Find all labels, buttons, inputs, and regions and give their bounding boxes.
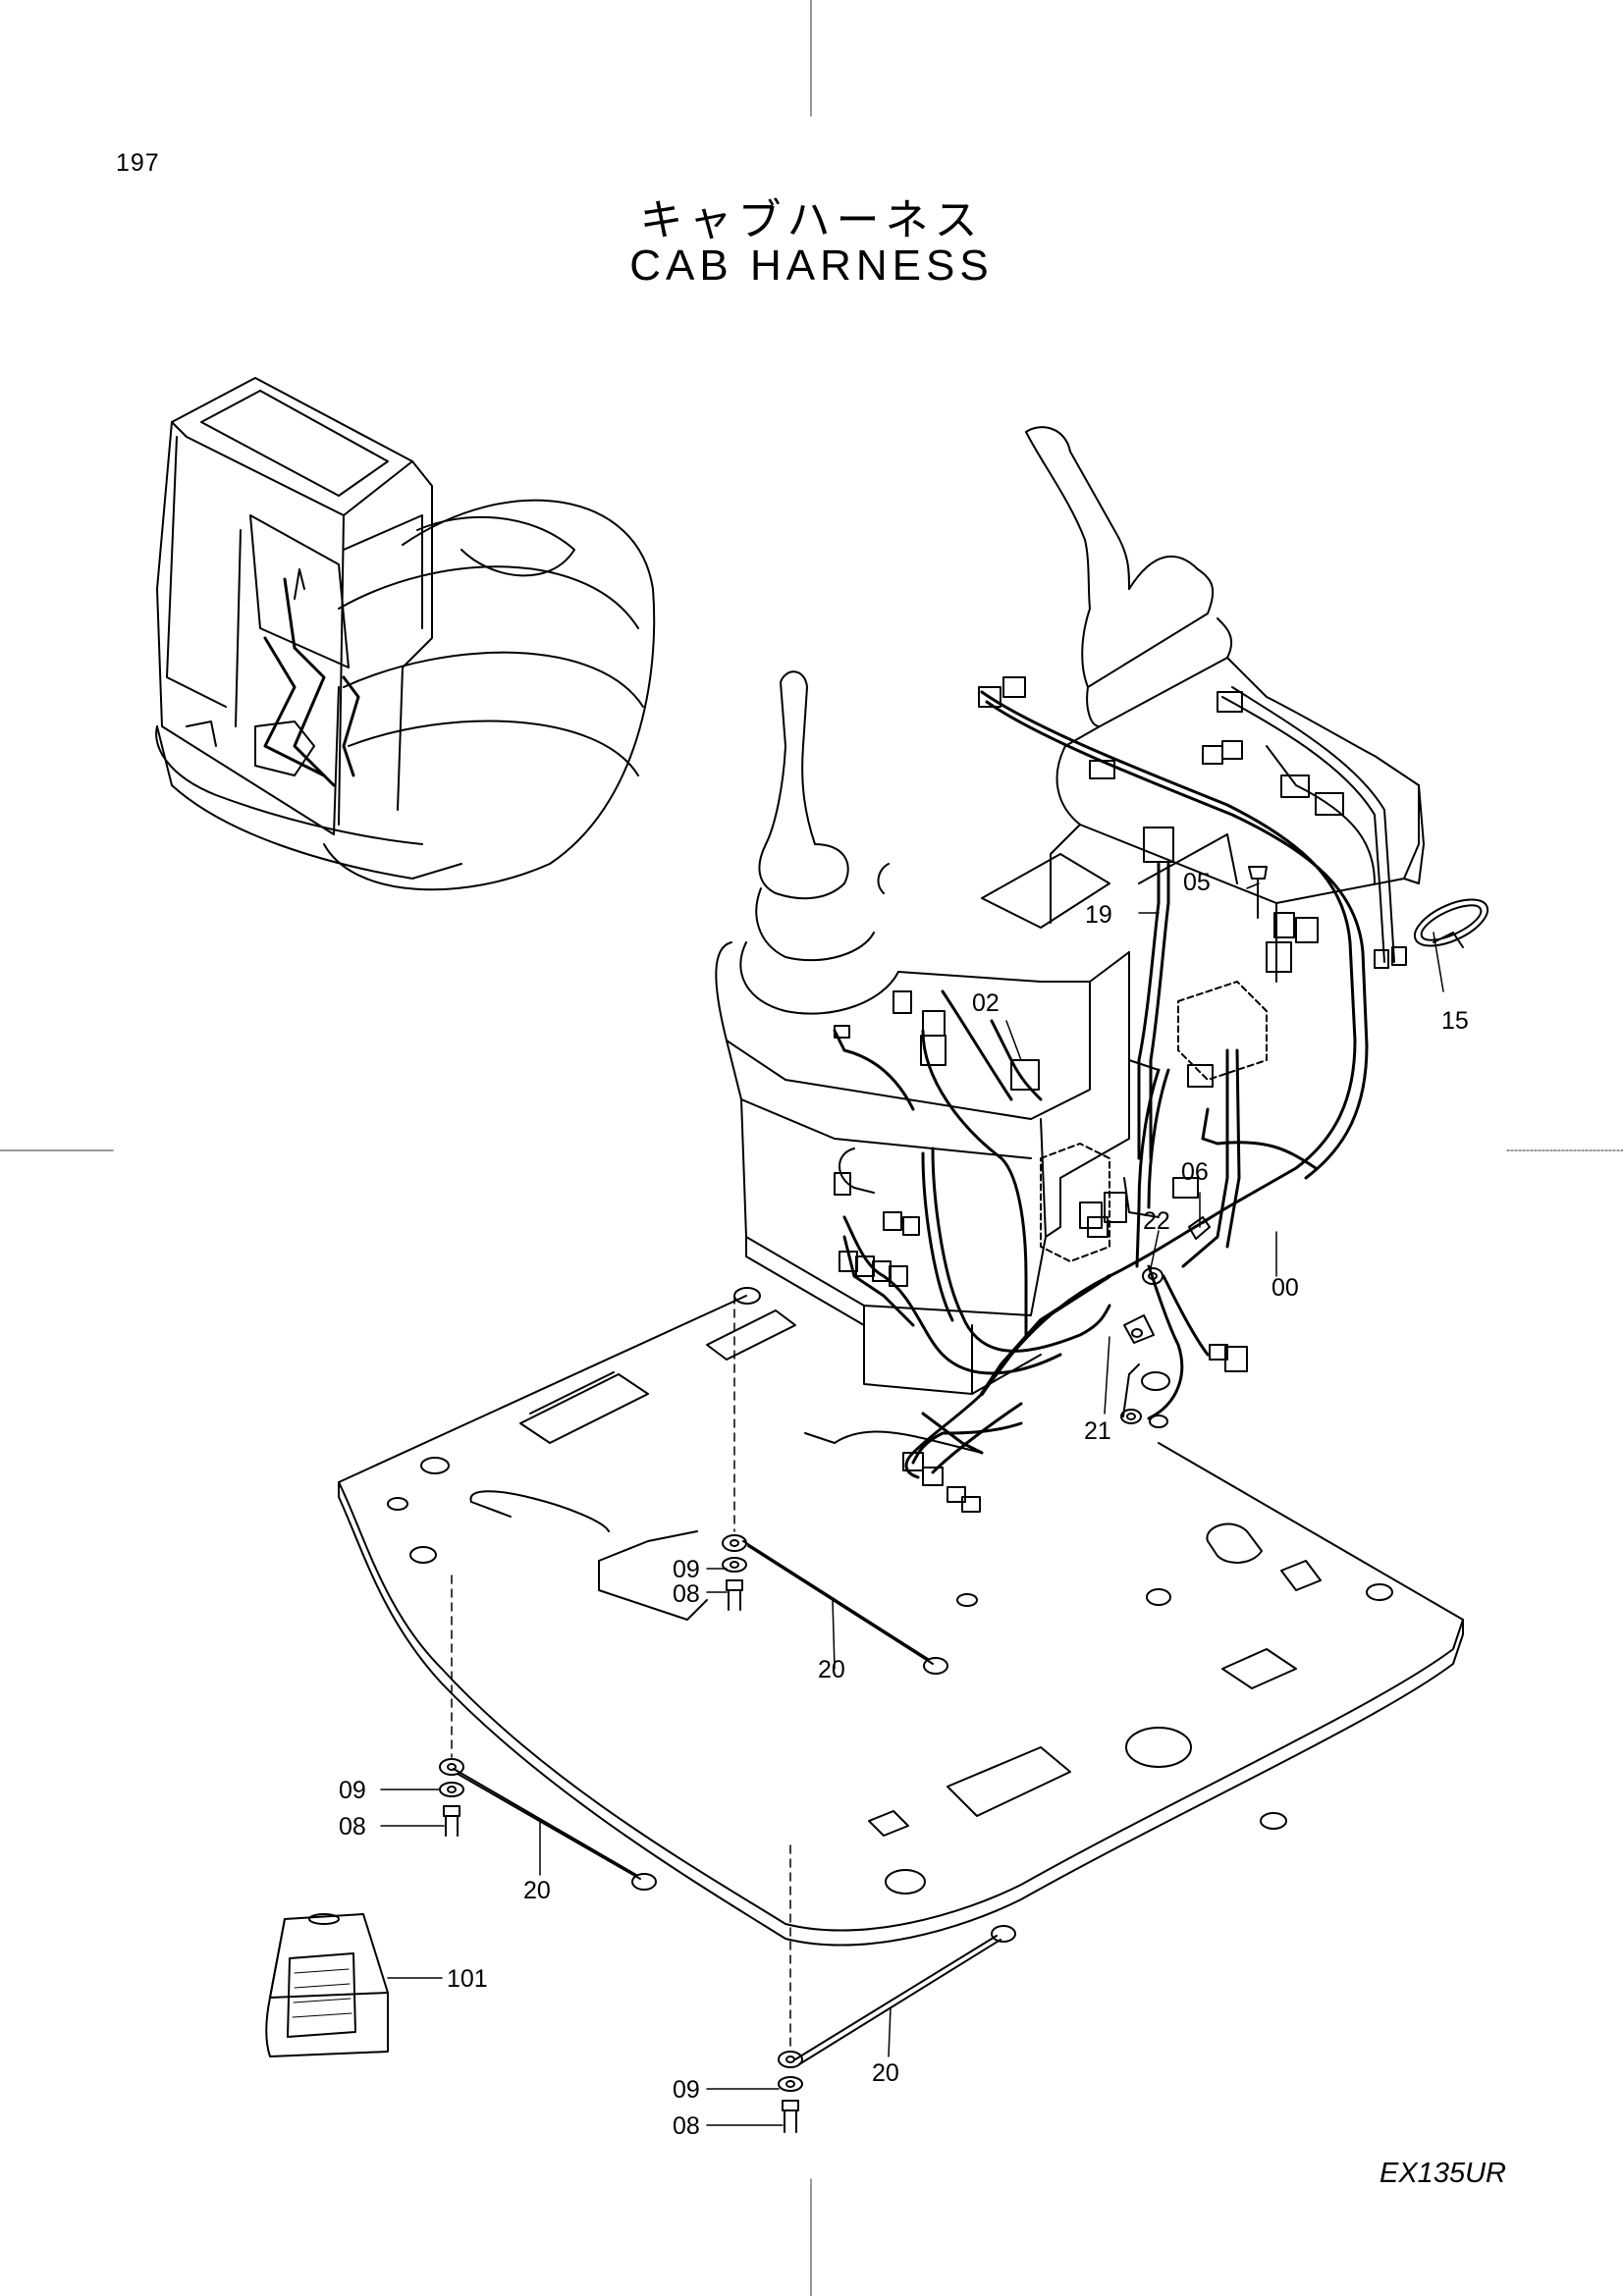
- page-number: 197: [116, 149, 160, 177]
- left-console: [715, 670, 1238, 1395]
- part-label: 00: [1271, 1274, 1299, 1302]
- connectors: [834, 676, 1407, 1513]
- fasteners: [1123, 866, 1268, 1344]
- part-label: 06: [1181, 1158, 1209, 1186]
- part-label: 22: [1143, 1207, 1170, 1235]
- part-label: 19: [1085, 901, 1112, 929]
- ground-cables: [453, 1363, 1142, 2065]
- part-label: 20: [818, 1656, 845, 1683]
- part-labels: 02 19 05 15 06 22 00 21 09 08 20 09 08 2…: [339, 869, 1469, 2140]
- tie-band: [1413, 898, 1489, 948]
- part-label: 20: [523, 1877, 551, 1904]
- part-label: 02: [972, 989, 1000, 1017]
- main-harness: [842, 686, 1395, 1465]
- title-english: CAB HARNESS: [629, 241, 994, 290]
- part-label: 09: [673, 1556, 700, 1583]
- cab-overview-inset: [155, 377, 656, 891]
- sub-harness-19: [1137, 827, 1174, 1160]
- part-label: 08: [673, 1580, 700, 1608]
- leader-lines: [380, 882, 1444, 2126]
- part-label: 21: [1084, 1417, 1111, 1445]
- part-label: 05: [1183, 869, 1211, 896]
- part-label: 08: [673, 2112, 700, 2140]
- part-label: 15: [1441, 1007, 1469, 1035]
- harness-front-branch: [904, 1264, 1210, 1479]
- part-label: 08: [339, 1813, 366, 1841]
- part-label: 20: [872, 2059, 899, 2087]
- part-label: 09: [339, 1777, 366, 1804]
- hardware-stack-b: [439, 1575, 464, 1837]
- part-label: 101: [447, 1965, 488, 1993]
- part-label: 09: [673, 2076, 700, 2104]
- hardware-stack-a: [722, 1295, 747, 1611]
- title-japanese: キャブハーネス: [639, 195, 984, 245]
- right-console: [1025, 426, 1425, 983]
- hardware-stack-c: [778, 1844, 803, 2133]
- floor-plate: [338, 1287, 1464, 1947]
- parts-book-bag: [265, 1913, 389, 2057]
- model-code: EX135UR: [1380, 2158, 1506, 2189]
